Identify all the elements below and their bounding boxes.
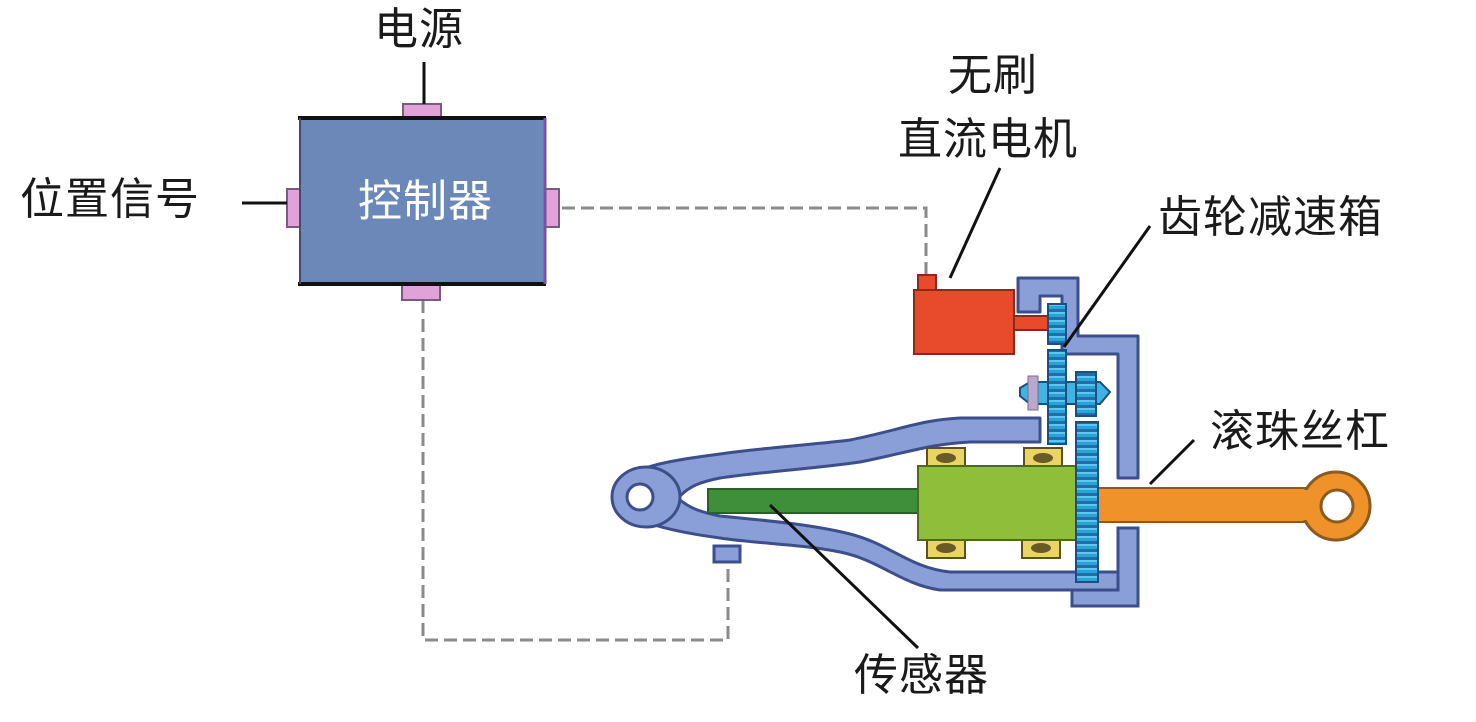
motor-leader-line xyxy=(948,167,1002,279)
wire-sensor-to-controller xyxy=(421,300,730,642)
motor-output-connector xyxy=(544,188,560,228)
motor-shaft xyxy=(1013,315,1049,331)
bearing xyxy=(1023,447,1063,469)
wire-controller-to-motor xyxy=(562,206,928,278)
ball-screw-leader-line xyxy=(1148,438,1196,486)
sensor-rod xyxy=(707,488,925,514)
controller-block xyxy=(286,103,560,301)
position-signal-label: 位置信号 xyxy=(20,174,200,225)
intermediate-gear-overlay xyxy=(1047,349,1067,445)
signal-connector xyxy=(286,188,302,228)
ball-screw-eye-hole xyxy=(1319,488,1355,524)
bearings xyxy=(926,447,1063,559)
housing-eye-hole xyxy=(625,482,655,512)
ball-screw xyxy=(1095,470,1372,542)
ball-screw-label: 滚珠丝杠 xyxy=(1210,406,1390,457)
motor xyxy=(913,274,1049,355)
gearbox-casing-lower xyxy=(1070,526,1140,608)
compound-gear xyxy=(1075,371,1097,417)
sensor-input-connector xyxy=(401,283,441,301)
gear-train xyxy=(1019,303,1112,583)
power-label: 电源 xyxy=(374,4,464,55)
gearbox-label: 齿轮减速箱 xyxy=(1158,192,1383,243)
controller-label: 控制器 xyxy=(358,176,493,227)
motor-label-line1: 无刷 xyxy=(948,50,1038,101)
sensor-label: 传感器 xyxy=(854,650,989,701)
sensor-leader-line xyxy=(768,503,920,650)
small-bracket xyxy=(1027,375,1039,411)
motor-terminal xyxy=(917,274,937,292)
sensor-mount xyxy=(712,544,742,564)
motor-label-line2: 直流电机 xyxy=(898,114,1078,165)
gearbox-leader-line xyxy=(1062,225,1152,348)
output-gear xyxy=(1075,421,1099,583)
ball-screw-nut xyxy=(917,465,1079,541)
pinion-gear xyxy=(1047,303,1067,345)
